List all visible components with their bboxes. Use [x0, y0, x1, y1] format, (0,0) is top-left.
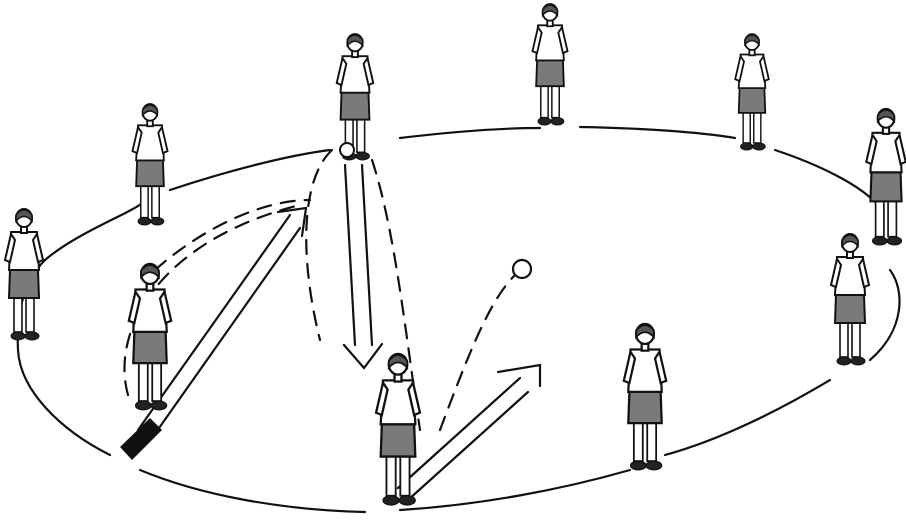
ball-icon	[513, 260, 531, 278]
run-arrow-down	[344, 165, 382, 368]
player-figure	[831, 234, 869, 365]
run-arrow-right	[398, 365, 540, 500]
player-figure	[5, 209, 43, 340]
ball-paths	[124, 150, 515, 430]
player-figure	[866, 109, 905, 245]
player-figure	[129, 264, 171, 410]
player-figure	[337, 34, 374, 160]
player-figure	[735, 34, 769, 150]
player-figure	[624, 324, 666, 470]
player-figure	[532, 4, 567, 125]
ball-icon	[340, 143, 354, 157]
